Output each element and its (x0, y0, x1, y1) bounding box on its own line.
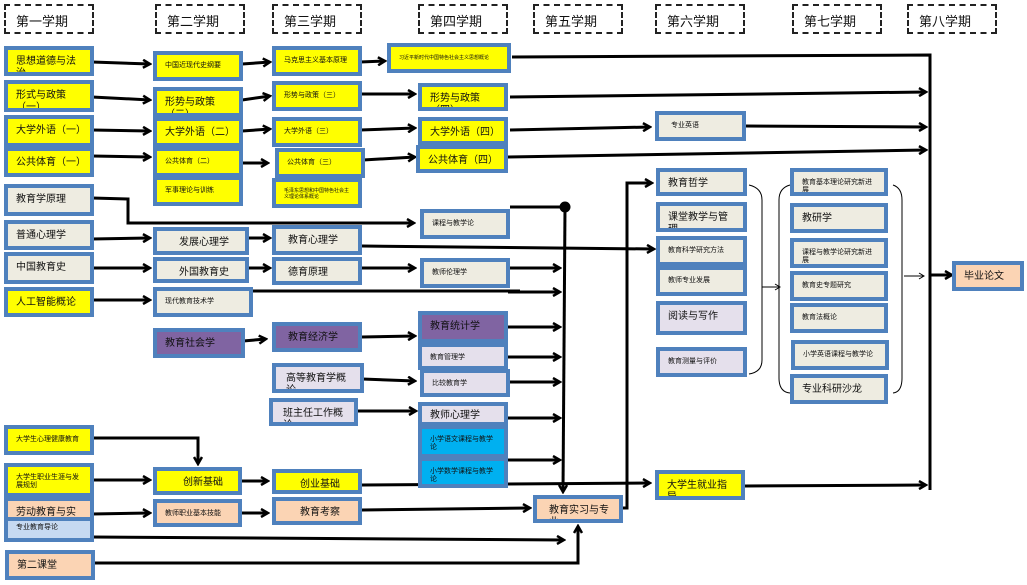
course-box[interactable]: 发展心理学 (153, 227, 249, 255)
course-box[interactable]: 专业科研沙龙 (790, 374, 888, 404)
course-box[interactable]: 教育基本理论研究新进展 (790, 168, 888, 196)
course-box[interactable]: 形势与政策（四） (418, 83, 508, 111)
course-box[interactable]: 大学外语（三） (272, 117, 362, 147)
course-box[interactable]: 教育社会学 (153, 328, 245, 358)
semester-header-1: 第一学期 (4, 4, 94, 34)
course-box[interactable]: 比较教育学 (420, 369, 510, 397)
semester-header-4: 第四学期 (418, 4, 508, 34)
course-box[interactable]: 军事理论与训练 (153, 176, 243, 206)
semester-header-7: 第七学期 (792, 4, 882, 34)
course-box[interactable]: 课堂教学与管理 (656, 202, 747, 232)
semester-header-6: 第六学期 (655, 4, 745, 34)
course-box[interactable]: 创新基础 (153, 467, 242, 495)
course-box[interactable]: 公共体育（一） (4, 147, 94, 177)
course-box[interactable]: 形势与政策（二） (153, 87, 243, 117)
course-box[interactable]: 教育法概论 (790, 303, 888, 333)
course-box[interactable]: 大学外语（四） (418, 117, 508, 145)
semester-header-2: 第二学期 (155, 4, 245, 34)
course-box[interactable]: 大学外语（二） (153, 117, 243, 147)
course-box[interactable]: 毛泽东思想和中国特色社会主义理论体系概论 (272, 178, 362, 208)
course-box[interactable]: 创业基础 (272, 469, 362, 494)
course-box[interactable]: 教育心理学 (272, 225, 362, 255)
course-box[interactable]: 大学生心理健康教育 (4, 425, 94, 455)
course-box[interactable]: 班主任工作概论 (269, 398, 358, 426)
course-box[interactable]: 外国教育史 (153, 257, 249, 283)
course-box[interactable]: 教育哲学 (656, 168, 747, 196)
course-box[interactable]: 教育考察 (272, 497, 362, 525)
course-box[interactable]: 大学生职业生涯与发展规划 (4, 463, 94, 497)
course-box[interactable]: 小学英语课程与教学论 (791, 340, 889, 370)
semester-header-3: 第三学期 (272, 4, 362, 34)
course-box[interactable]: 德育原理 (272, 257, 362, 285)
course-box[interactable]: 教育科学研究方法 (656, 236, 747, 266)
course-box[interactable]: 思想道德与法治 (4, 46, 94, 76)
course-box[interactable]: 教育统计学 (418, 311, 508, 343)
course-box[interactable]: 教师心理学 (418, 402, 508, 426)
semester-header-8: 第八学期 (907, 4, 997, 34)
course-box[interactable]: 形式与政策（一） (4, 80, 94, 112)
semester-header-5: 第五学期 (533, 4, 623, 34)
course-box[interactable]: 马克思主义基本原理 (272, 46, 362, 76)
course-box[interactable]: 教育实习与专业 (533, 495, 623, 523)
course-box[interactable]: 劳动教育与实践 (4, 497, 94, 521)
course-box[interactable]: 公共体育（二） (153, 147, 243, 177)
course-box[interactable]: 小学语文课程与教学论 (418, 425, 508, 458)
course-box[interactable]: 阅读与写作 (656, 301, 747, 335)
course-box[interactable]: 教育史专题研究 (790, 271, 888, 301)
course-box[interactable]: 公共体育（四） (416, 145, 508, 173)
course-box[interactable]: 教师职业基本技能 (153, 499, 242, 527)
course-box[interactable]: 中国教育史 (4, 252, 94, 284)
course-box[interactable]: 大学生就业指导 (655, 470, 745, 500)
course-box[interactable]: 人工智能概论 (4, 287, 94, 317)
course-box[interactable]: 课程与教学论 (420, 209, 510, 239)
course-box[interactable]: 教育学原理 (4, 184, 94, 216)
course-box[interactable]: 普通心理学 (4, 220, 94, 250)
course-box[interactable]: 公共体育（三） (275, 148, 365, 178)
course-box[interactable]: 课程与教学论研究新进展 (790, 238, 888, 268)
course-box[interactable]: 专业英语 (655, 111, 746, 141)
course-box[interactable]: 形势与政策（三） (272, 81, 362, 111)
course-box[interactable]: 第二课堂 (5, 550, 95, 580)
course-box[interactable]: 教育管理学 (418, 343, 508, 370)
course-box[interactable]: 小学数学课程与教学论 (418, 457, 508, 488)
course-box[interactable]: 现代教育技术学 (153, 287, 253, 317)
course-box[interactable]: 教研学 (790, 203, 888, 233)
course-box[interactable]: 习近平新时代中国特色社会主义思想概论 (387, 43, 511, 73)
course-box[interactable]: 教育经济学 (272, 322, 362, 352)
course-box[interactable]: 教育测量与评价 (656, 347, 747, 377)
course-box[interactable]: 中国近现代史纲要 (153, 51, 243, 81)
course-box[interactable]: 教师专业发展 (656, 266, 747, 296)
course-box[interactable]: 教师伦理学 (420, 258, 510, 288)
course-box[interactable]: 大学外语（一） (4, 115, 94, 147)
course-box[interactable]: 毕业论文 (952, 261, 1024, 291)
course-box[interactable]: 高等教育学概论 (272, 363, 364, 393)
